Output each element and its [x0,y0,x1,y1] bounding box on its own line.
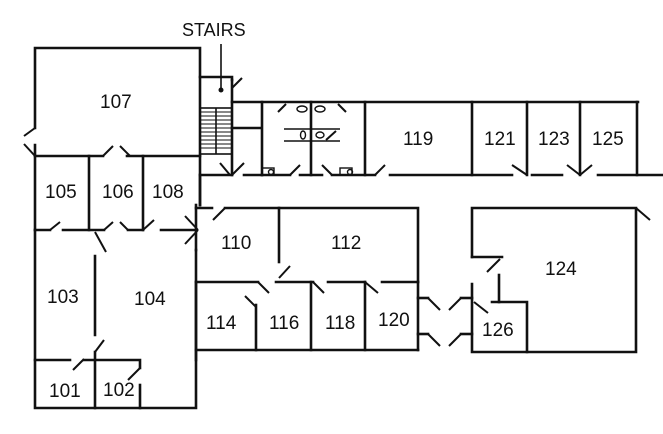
room-label-118: 118 [325,313,355,334]
room-label-110: 110 [221,233,251,254]
restrooms [230,100,640,177]
room-label-123: 123 [538,129,570,150]
room-label-112: 112 [331,233,361,254]
rooms-105-108 [33,154,202,245]
stairs-callout-dot [218,87,224,93]
room-label-120: 120 [378,310,410,331]
room-label-106: 106 [102,182,134,203]
room-label-104: 104 [134,289,166,310]
room-label-126: 126 [482,320,514,341]
room-label-108: 108 [152,182,184,203]
room-label-121: 121 [484,129,516,150]
room-label-103: 103 [47,287,79,308]
double-doors [416,296,474,347]
room-label-125: 125 [592,129,624,150]
rooms-124-126 [470,206,651,354]
room-label-105: 105 [45,182,77,203]
room-label-116: 116 [269,313,299,334]
rooms-101-104 [33,228,198,410]
rooms-114-120 [194,280,420,362]
room-label-101: 101 [49,381,81,402]
stairs-callout-label: STAIRS [182,20,246,40]
room-label-102: 102 [103,380,135,401]
rooms-110-112 [194,203,420,284]
rooms-119-125 [198,100,663,177]
room-label-124: 124 [545,259,577,280]
room-label-107: 107 [100,92,132,113]
room-label-119: 119 [403,129,433,150]
room-label-114: 114 [206,313,237,334]
